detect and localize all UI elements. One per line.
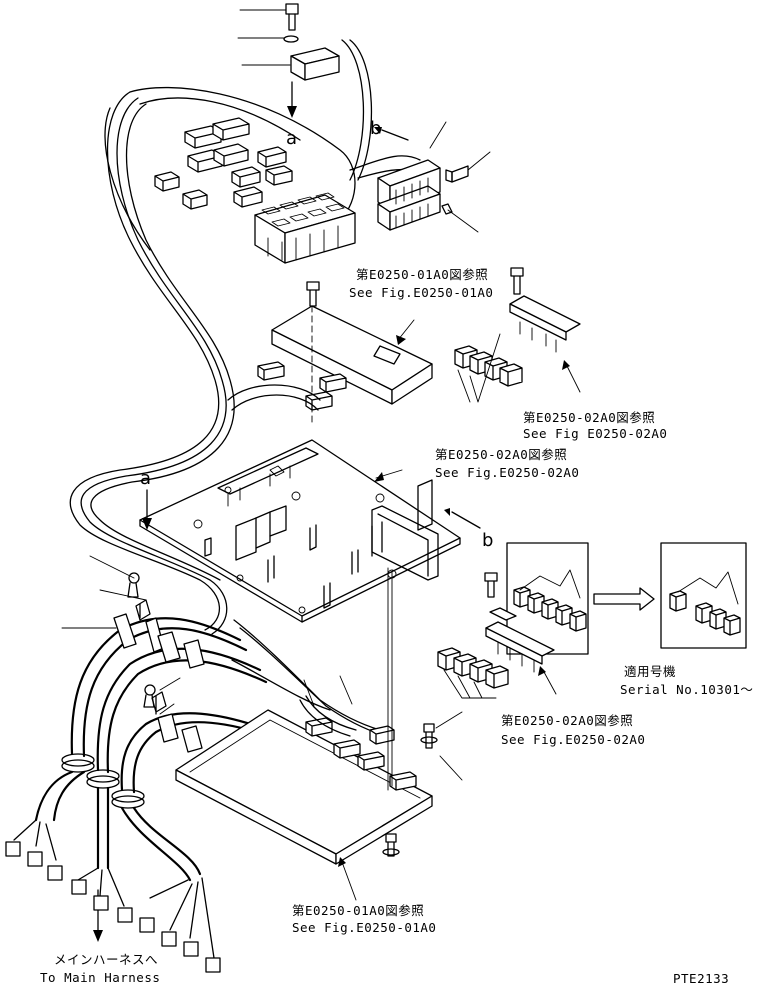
harness-arrow-icon — [93, 930, 103, 942]
wire-mid — [227, 384, 321, 401]
relay-box-right — [660, 542, 747, 649]
leader-controller-upper — [397, 319, 415, 341]
grommet-icons — [61, 753, 145, 809]
ref-label-2-jp: 第E0250-02A0図参照 — [523, 410, 655, 425]
controller-lower-icon — [175, 567, 433, 865]
leader-lines-top — [237, 9, 291, 66]
mounting-plate-icon — [139, 439, 461, 623]
washer-icon — [283, 35, 299, 43]
callout-b-mid: b — [482, 530, 493, 551]
relay-group-upper-icon — [454, 345, 523, 387]
ref-label-1-en: See Fig.E0250-01A0 — [349, 285, 493, 300]
relay-box-left — [506, 542, 589, 655]
ref-label-4-en: See Fig.E0250-02A0 — [501, 732, 645, 747]
bolt-controller-icon — [306, 281, 320, 307]
screw-icon-right-top — [445, 165, 469, 183]
bracket-lower-icon — [485, 607, 555, 673]
ref-label-4-jp: 第E0250-02A0図参照 — [501, 713, 633, 728]
controller-upper-icon — [271, 305, 433, 427]
leader-lower — [303, 675, 463, 781]
arrow-b-mid-icon — [444, 508, 450, 516]
arrow-b-mid-line — [451, 511, 481, 529]
harness-note-jp: メインハーネスへ — [54, 952, 158, 967]
relay-top-icon — [290, 47, 340, 81]
serial-note-jp: 適用号機 — [624, 664, 676, 679]
ref-label-5-jp: 第E0250-01A0図参照 — [292, 903, 424, 918]
leader-clamps — [61, 555, 181, 715]
connector-group-top — [154, 117, 293, 210]
clip-icon — [441, 203, 453, 215]
callout-a-mid: a — [140, 468, 151, 489]
lower-harness-wires — [13, 770, 215, 959]
bolt-lower-right-icon — [484, 572, 498, 598]
ref-label-5-en: See Fig.E0250-01A0 — [292, 920, 436, 935]
bracket-upper-icon — [509, 295, 581, 353]
harness-trunk-left — [70, 617, 387, 794]
relay-block-icon — [254, 192, 356, 264]
end-connector-icons — [5, 841, 221, 973]
serial-note-en: Serial No.10301～ — [620, 682, 753, 697]
top-bolt-icon — [285, 3, 299, 31]
ref-label-3-en: See Fig.E0250-02A0 — [435, 465, 579, 480]
leader-lines-fuse — [429, 121, 491, 233]
leader-controller-lower — [341, 861, 357, 901]
replacement-arrow-icon — [593, 587, 655, 611]
arrow-b-top-icon — [374, 127, 382, 134]
arrow-b-top-line — [381, 129, 409, 141]
relay-group-boxed-right-icon — [669, 571, 741, 636]
ref-label-2-en: See Fig E0250-02A0 — [523, 426, 667, 441]
leader-relays-upper — [457, 333, 501, 403]
drawing-code: PTE2133 — [673, 971, 729, 986]
clamp-icons — [113, 572, 205, 753]
callout-a-top: a — [286, 128, 297, 149]
arrow-a-mid-icon — [142, 518, 152, 530]
screw-lower-icon — [420, 723, 438, 749]
bolt-right-icon — [510, 267, 524, 295]
relay-group-lower-icon — [437, 647, 509, 699]
ref-label-3-jp: 第E0250-02A0図参照 — [435, 447, 567, 462]
fuse-box-icon — [377, 159, 453, 231]
harness-note-en: To Main Harness — [40, 970, 160, 985]
leader-bracket-lower — [543, 671, 557, 695]
bolt-bottom-icon — [382, 833, 400, 857]
down-arrow-icon — [287, 106, 297, 118]
relay-group-boxed-left-icon — [513, 569, 587, 632]
leader-bracket-upper — [565, 363, 581, 393]
ref-label-1-jp: 第E0250-01A0図参照 — [356, 267, 488, 282]
